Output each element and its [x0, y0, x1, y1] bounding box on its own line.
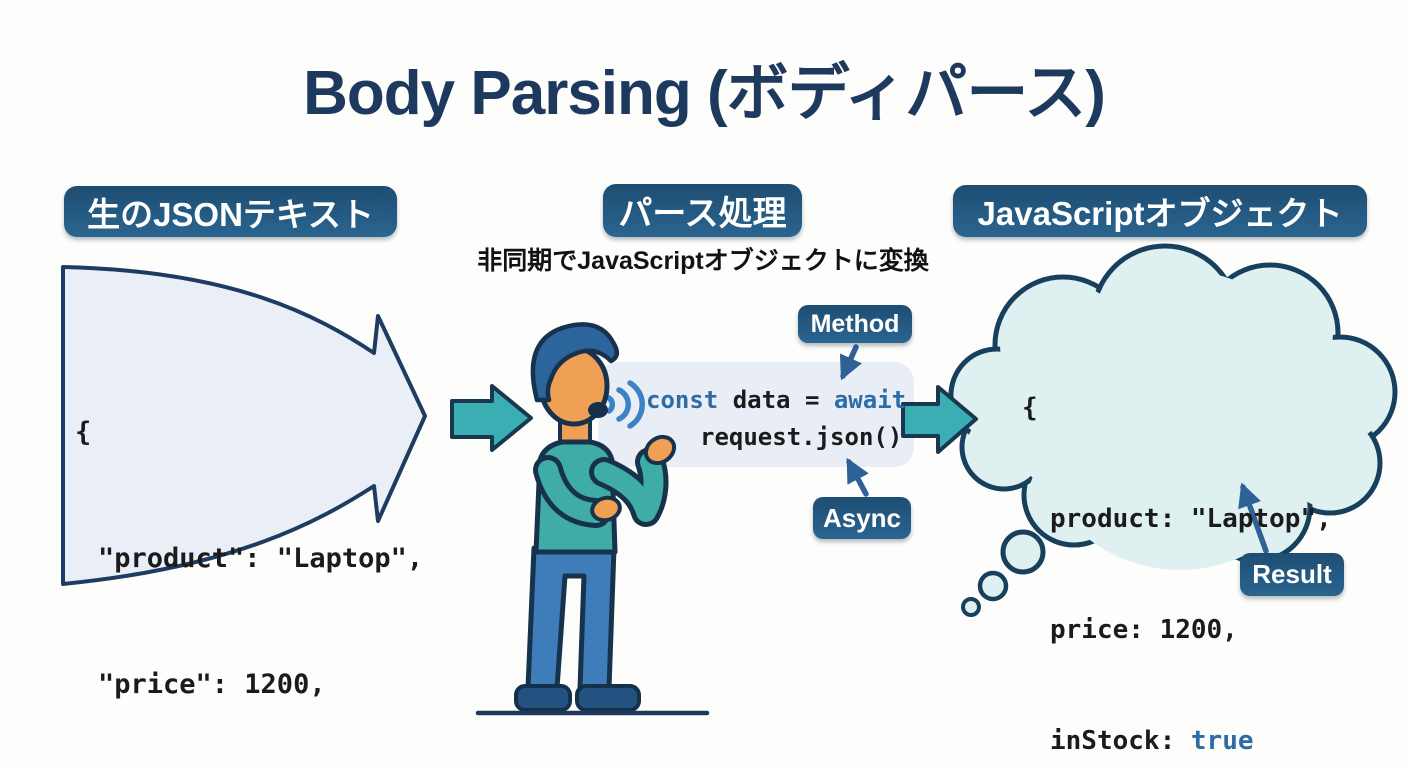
method-annotation-label: Method	[810, 309, 900, 338]
async-pointer-arrow	[846, 457, 869, 497]
method-annotation-badge: Method	[798, 305, 912, 343]
label-js-object-value: JavaScriptオブジェクト	[977, 195, 1343, 232]
async-annotation-label: Async	[822, 502, 902, 533]
async-annotation-badge: Async	[813, 497, 911, 539]
flow-arrow-right-icon	[901, 385, 978, 454]
thought-bubble-trail	[961, 529, 1046, 617]
keyword-await: await	[833, 386, 907, 414]
person-hand-waist	[590, 495, 622, 523]
person-hair	[530, 322, 620, 403]
person-shoe-right	[575, 684, 641, 712]
page-title: Body Parsing (ボディパース)	[303, 59, 1106, 128]
thought-cloud	[948, 243, 1398, 570]
person-hand-raised	[643, 434, 677, 466]
code-line: {	[1022, 393, 1038, 423]
code-line: {	[75, 417, 92, 448]
js-object-code: { product: "Laptop", price: 1200, inStoc…	[1022, 316, 1332, 768]
code-line: "product": "Laptop",	[98, 543, 424, 574]
person-illustration	[514, 322, 677, 712]
result-pointer-arrow	[1238, 482, 1269, 554]
speech-bubble	[598, 362, 914, 467]
parse-code-line1: const data = await	[646, 385, 906, 415]
speech-waves-icon	[606, 380, 645, 429]
raw-json-code: { "product": "Laptop", "price": 1200, "i…	[75, 328, 423, 768]
person-mouth	[588, 402, 608, 418]
person-shoe-left	[514, 684, 572, 712]
label-js-object: JavaScriptオブジェクト	[953, 185, 1367, 237]
keyword-const: const	[646, 386, 719, 414]
label-parse-process: パース処理	[603, 184, 802, 237]
assignment-text: data =	[718, 386, 834, 414]
label-raw-json-text: 生のJSONテキスト	[64, 186, 397, 237]
parse-subtitle: 非同期でJavaScriptオブジェクトに変換	[477, 247, 929, 275]
code-line: product: "Laptop",	[1050, 504, 1332, 534]
person-arm-raised-fill	[594, 452, 664, 522]
parse-code-line2: request.json()	[700, 423, 903, 451]
result-annotation-badge: Result	[1240, 553, 1344, 596]
label-parse-process-value: パース処理	[618, 195, 787, 233]
flow-arrow-left-icon	[450, 384, 533, 452]
code-line: inStock: true	[1050, 726, 1254, 756]
boolean-true-literal: true	[1190, 726, 1254, 756]
result-annotation-label: Result	[1252, 559, 1332, 589]
funnel-arrow-shape	[61, 265, 427, 586]
code-line: price: 1200,	[1050, 615, 1238, 645]
person-pants	[525, 545, 617, 691]
person-arm-waist-fill	[538, 460, 606, 523]
method-pointer-arrow	[839, 344, 862, 381]
label-raw-json-text-value: 生のJSONテキスト	[87, 195, 374, 233]
code-line: "price": 1200,	[98, 669, 326, 700]
